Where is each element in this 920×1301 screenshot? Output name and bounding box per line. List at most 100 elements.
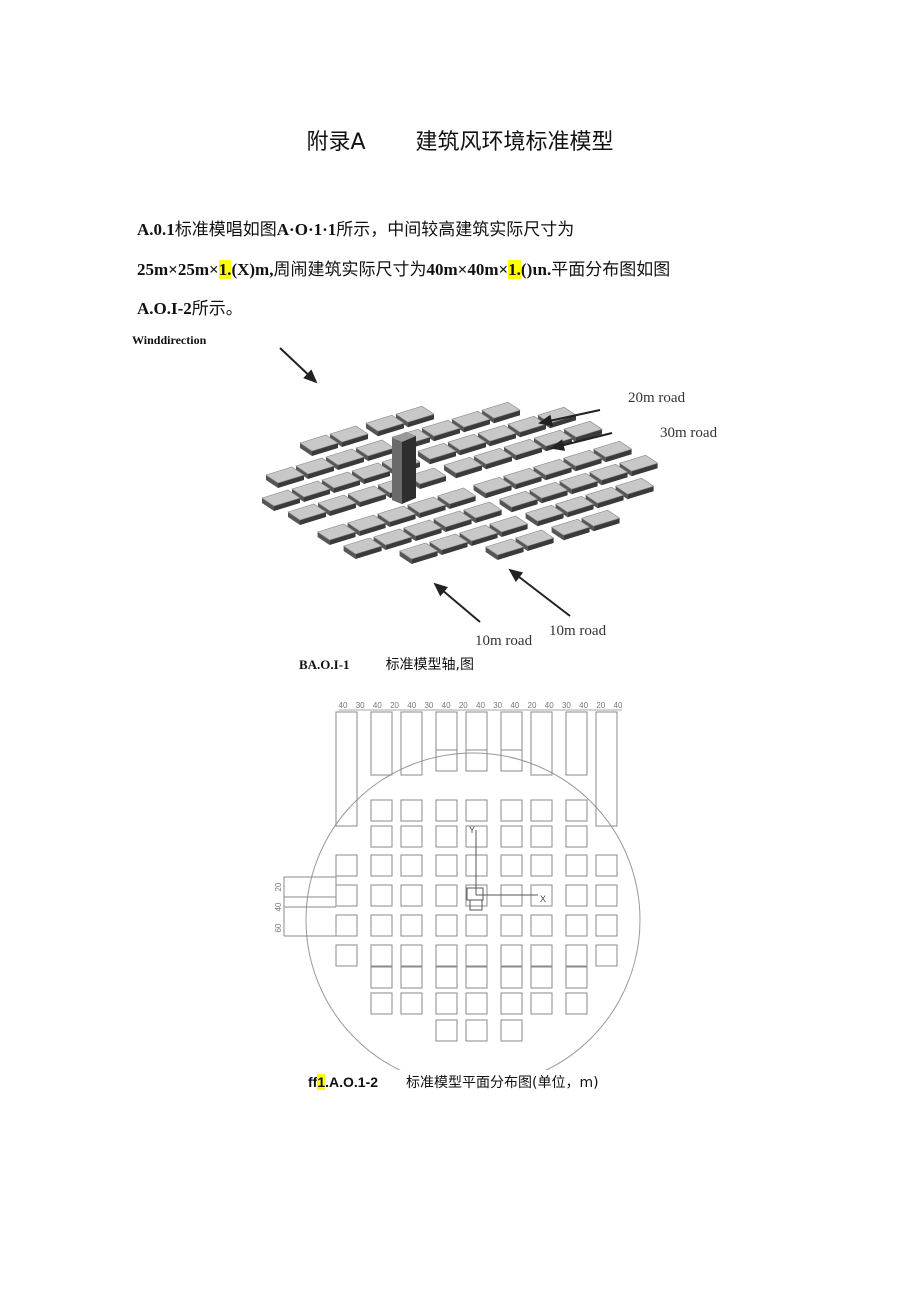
plan-block (500, 944, 523, 967)
dimension-label: 20 (274, 882, 283, 891)
building-block (524, 504, 565, 522)
paragraph-run: 25m×25m× (137, 260, 219, 279)
road-arrow-icon (433, 582, 481, 623)
building-block (376, 505, 417, 523)
dimension-label: 40 (476, 701, 485, 710)
plan-block (530, 944, 553, 967)
plan-block (565, 854, 588, 877)
plan-block (565, 884, 588, 907)
plan-block (465, 749, 488, 772)
dimension-label: 40 (510, 701, 519, 710)
paragraph-run: 40m×40m× (426, 260, 509, 279)
building-block (618, 454, 659, 472)
dimension-label: 40 (442, 701, 451, 710)
dimension-label: 40 (339, 701, 348, 710)
building-block (436, 487, 477, 505)
plan-block (370, 825, 393, 848)
building-block (528, 481, 569, 499)
building-block (398, 542, 439, 560)
paragraph-run: 所示。 (191, 299, 243, 319)
plan-block (435, 944, 458, 967)
building-block (498, 490, 539, 508)
building-block (472, 476, 513, 494)
plan-block (435, 1019, 458, 1042)
paragraph-run: A.O.I-2 (137, 299, 192, 318)
axis-x-label: X (540, 894, 546, 904)
building-block (347, 485, 387, 503)
building-block (502, 467, 543, 485)
dimension-label: 40 (579, 701, 588, 710)
plan-block (530, 966, 553, 989)
plan-block (435, 825, 458, 848)
building-block (402, 519, 443, 537)
road-arrow-icon (508, 568, 571, 617)
paragraph-run: (X)m, (231, 260, 274, 279)
plan-block (370, 799, 393, 822)
paragraph-run: ()ιn. (520, 260, 552, 279)
plan-block (400, 854, 423, 877)
plan-block (595, 854, 618, 877)
building-block (451, 410, 491, 428)
building-block (321, 471, 361, 489)
building-block (291, 480, 331, 498)
building-block (342, 537, 383, 555)
plan-block (565, 944, 588, 967)
building-block (432, 510, 473, 528)
paragraph-line-1: A.0.1标准模唱如图A·O·1·1所示，中间较高建筑实际尺寸为 (137, 220, 574, 240)
building-block (458, 524, 499, 542)
building-block (484, 538, 525, 556)
building-block (372, 528, 413, 546)
paragraph-line-3: A.O.I-2所示。 (137, 299, 243, 319)
plan-block (500, 825, 523, 848)
plan-block (370, 944, 393, 967)
building-block (317, 494, 357, 512)
plan-block (565, 799, 588, 822)
paragraph-run: 1. (218, 260, 232, 279)
road-label-10m-left: 10m road (475, 633, 533, 649)
paragraph-line-2: 25m×25m×1.(X)m,周闹建筑实际尺寸为40m×40m×1.()ιn.平… (137, 260, 670, 280)
building-block (550, 518, 591, 536)
dimension-label: 20 (596, 701, 605, 710)
dimension-label: 20 (390, 701, 399, 710)
plan-block (465, 914, 488, 937)
road-label-20m: 20m road (628, 390, 686, 406)
building-block (447, 433, 487, 451)
dimension-label: 60 (274, 923, 283, 932)
dimension-label: 30 (562, 701, 571, 710)
wind-arrow-icon (279, 347, 318, 384)
building-block (346, 514, 387, 532)
building-block (428, 533, 469, 551)
plan-block (370, 854, 393, 877)
plan-block (400, 914, 423, 937)
building-block (477, 424, 517, 442)
plan-block (370, 966, 393, 989)
plan-block (565, 914, 588, 937)
plan-block (595, 884, 618, 907)
plan-block (500, 1019, 523, 1042)
building-block (488, 515, 529, 533)
plan-block (435, 914, 458, 937)
plan-block (400, 825, 423, 848)
plan-block (435, 854, 458, 877)
title-main: 建筑风环境标准模型 (415, 130, 614, 155)
dimension-label: 30 (424, 701, 433, 710)
figure-3d-model (261, 347, 659, 623)
plan-block (500, 914, 523, 937)
paragraph-run: 平面分布图如图 (551, 260, 671, 280)
building-block (584, 486, 625, 504)
plan-block (500, 966, 523, 989)
paragraph-run: 周闹建筑实际尺寸为 (273, 260, 427, 280)
plan-block (500, 992, 523, 1015)
plan-block (595, 944, 618, 967)
dimension-label: 30 (356, 701, 365, 710)
building-block (325, 448, 365, 466)
road-arrow-icon (538, 409, 601, 427)
road-label-10m-right: 10m road (549, 623, 607, 639)
building-block (329, 425, 369, 443)
building-block (554, 495, 595, 513)
road-label-30m: 30m road (660, 425, 718, 441)
building-block (365, 414, 405, 432)
building-block (503, 438, 543, 456)
